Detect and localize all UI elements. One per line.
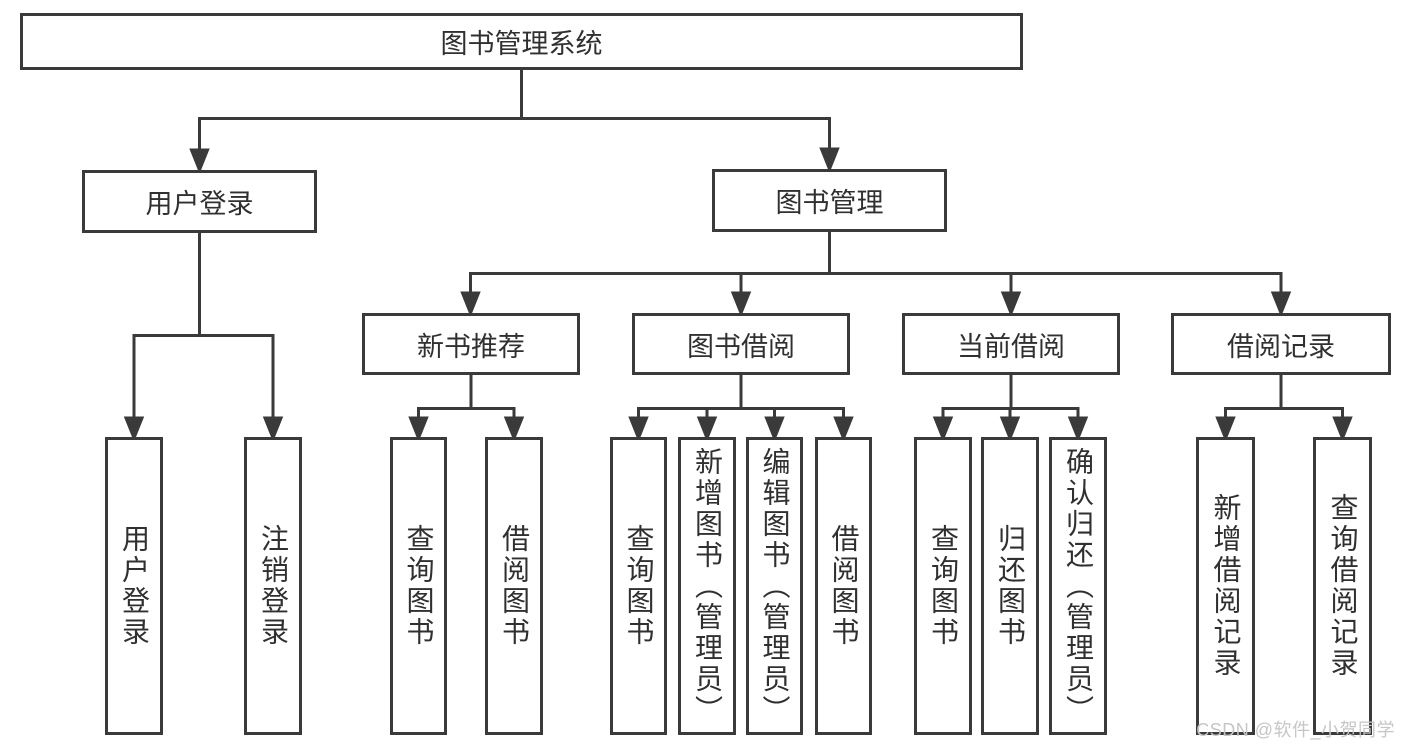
- arrowhead: [730, 291, 752, 318]
- arrowhead: [1067, 416, 1089, 443]
- csdn-watermark: CSDN @软件_小贺同学: [1196, 720, 1395, 740]
- node-book-management: 图书管理: [712, 169, 947, 232]
- leaf-borrow-query-books: 查询图书: [610, 437, 667, 735]
- leaf-borrow-add-books-admin: 新增图书（管理员）: [678, 437, 736, 735]
- node-label: 查询图书: [623, 524, 655, 648]
- arrowhead: [1215, 416, 1236, 443]
- leaf-records-add-record: 新增借阅记录: [1196, 437, 1255, 735]
- node-label: 图书借阅: [687, 331, 795, 362]
- node-label: 查询图书: [928, 524, 959, 648]
- leaf-user-login: 用户登录: [105, 437, 163, 735]
- leaf-current-confirm-return-admin: 确认归还（管理员）: [1049, 437, 1107, 735]
- connector-borrow-records-children: [1215, 375, 1353, 443]
- leaf-borrow-borrow-books: 借阅图书: [815, 437, 872, 735]
- node-user-login: 用户登录: [82, 170, 317, 233]
- node-label: 图书管理系统: [440, 29, 603, 59]
- node-label: 用户登录: [145, 189, 254, 219]
- node-label: 借阅图书: [499, 524, 530, 648]
- arrowhead: [932, 416, 954, 443]
- connector-new-books-children: [408, 375, 525, 443]
- connector-book-borrow-children: [628, 375, 854, 443]
- connector-book-management-to-level3: [460, 232, 1292, 318]
- node-label: 新书推荐: [417, 331, 525, 362]
- arrowhead: [408, 416, 429, 443]
- leaf-newbooks-borrow-books: 借阅图书: [485, 437, 543, 735]
- arrowhead: [189, 148, 210, 175]
- arrowhead: [123, 416, 145, 443]
- node-current-borrow: 当前借阅: [902, 313, 1120, 375]
- node-label: 当前借阅: [957, 331, 1065, 362]
- node-borrow-records: 借阅记录: [1171, 313, 1391, 375]
- leaf-logout: 注销登录: [244, 437, 302, 735]
- connector-root-to-level2: [189, 70, 840, 175]
- node-book-borrow: 图书借阅: [632, 313, 850, 375]
- node-label: 图书管理: [775, 188, 884, 218]
- arrowhead: [1270, 291, 1292, 318]
- arrowhead: [764, 416, 785, 443]
- node-label: 用户登录: [119, 524, 150, 648]
- arrowhead: [1000, 291, 1022, 318]
- node-root-system: 图书管理系统: [20, 13, 1023, 70]
- arrowhead: [1332, 416, 1353, 443]
- leaf-records-query-record: 查询借阅记录: [1313, 437, 1372, 735]
- node-label: 查询借阅记录: [1327, 493, 1359, 679]
- node-label: 注销登录: [258, 524, 289, 648]
- connector-user-login-children: [123, 233, 284, 443]
- leaf-current-query-books: 查询图书: [914, 437, 972, 735]
- leaf-newbooks-query-books: 查询图书: [390, 437, 447, 735]
- arrowhead: [696, 416, 718, 443]
- arrowhead: [999, 416, 1021, 443]
- leaf-current-return-books: 归还图书: [981, 437, 1039, 735]
- node-label: 借阅图书: [828, 524, 860, 648]
- arrowhead: [262, 416, 284, 443]
- node-label: 归还图书: [995, 524, 1026, 648]
- arrowhead: [503, 416, 525, 443]
- node-label: 查询图书: [403, 524, 435, 648]
- node-label: 新增借阅记录: [1210, 493, 1242, 679]
- node-label: 确认归还（管理员）: [1063, 446, 1094, 726]
- node-label: 新增图书（管理员）: [692, 446, 723, 726]
- arrowhead: [819, 147, 840, 174]
- node-label: 借阅记录: [1227, 331, 1335, 362]
- arrowhead: [628, 416, 649, 443]
- connector-current-borrow-children: [932, 375, 1089, 443]
- node-new-books: 新书推荐: [362, 313, 580, 375]
- arrowhead: [460, 291, 481, 318]
- arrowhead: [833, 416, 854, 443]
- leaf-borrow-edit-books-admin: 编辑图书（管理员）: [746, 437, 803, 735]
- node-label: 编辑图书（管理员）: [759, 446, 791, 726]
